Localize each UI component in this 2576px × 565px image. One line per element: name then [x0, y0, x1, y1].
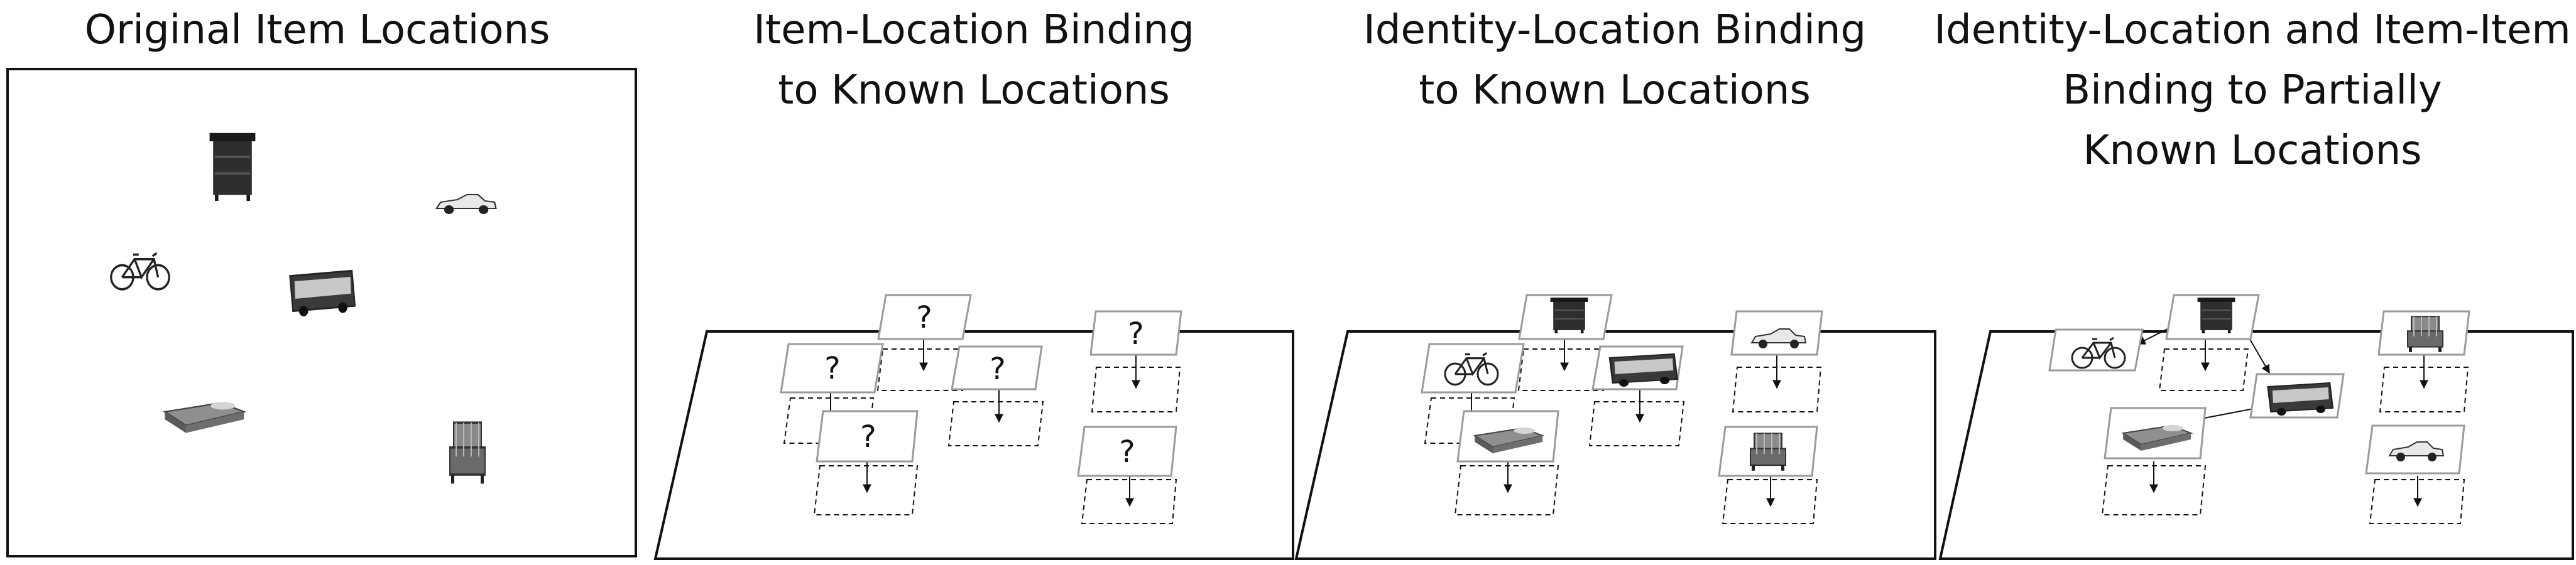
- bus-icon: [289, 269, 356, 318]
- panel-4-title-line-2: Binding to Partially: [2063, 67, 2442, 114]
- panel-2-title: Item-Location Binding to Known Locations: [653, 0, 1294, 121]
- target-location: [2101, 465, 2207, 515]
- panel-1-original-locations: [6, 68, 637, 557]
- bed-icon: [163, 401, 245, 434]
- panel-2-title-line-2: to Known Locations: [778, 67, 1170, 114]
- target-location: [783, 397, 875, 444]
- unknown-card: [780, 343, 884, 394]
- panel-1-title-line-1: Original Item Locations: [84, 7, 550, 53]
- target-location: [2379, 367, 2469, 412]
- armchair-icon: [449, 421, 486, 485]
- target-location: [1454, 465, 1559, 515]
- unknown-marker: ?: [916, 300, 932, 335]
- unknown-marker: ?: [824, 351, 840, 386]
- target-location: [876, 348, 969, 391]
- unknown-card: [1089, 310, 1182, 356]
- unknown-card: [816, 410, 919, 463]
- target-location: [1517, 348, 1610, 391]
- panel-4-title: Identity-Location and Item-Item Binding …: [1929, 0, 2576, 181]
- unknown-card: [951, 345, 1043, 390]
- target-location: [1091, 367, 1181, 412]
- dresser-icon: [1549, 296, 1589, 335]
- target-location: [947, 401, 1044, 446]
- panel-1-title: Original Item Locations: [0, 0, 635, 60]
- panel-3-title-line-2: to Known Locations: [1419, 67, 1811, 114]
- panel-1-frame: [6, 68, 637, 557]
- dresser-icon: [2197, 296, 2236, 335]
- armchair-icon: [1749, 433, 1787, 471]
- unknown-marker: ?: [1119, 434, 1135, 470]
- panel-3-identity-location-binding: [1294, 294, 1936, 560]
- panel-3-title: Identity-Location Binding to Known Locat…: [1294, 0, 1935, 121]
- panel-2-title-line-1: Item-Location Binding: [753, 7, 1194, 53]
- target-location: [1588, 401, 1685, 446]
- panel-3-title-line-1: Identity-Location Binding: [1363, 7, 1867, 53]
- target-location: [1722, 479, 1818, 524]
- unknown-marker: ?: [1128, 316, 1143, 352]
- item-card: [1421, 343, 1525, 394]
- panel-2-item-location-binding: ? ? ? ? ? ?: [653, 294, 1294, 560]
- car-icon: [435, 193, 497, 215]
- unknown-card: [1077, 426, 1177, 477]
- panel-4-ground-plane: [1938, 330, 2574, 560]
- target-location: [1424, 397, 1515, 444]
- target-location: [1081, 479, 1177, 524]
- unknown-marker: ?: [860, 419, 876, 455]
- bicycle-icon: [110, 252, 171, 291]
- target-location: [2369, 479, 2465, 524]
- armchair-icon: [2406, 316, 2444, 353]
- target-location: [1732, 367, 1822, 412]
- dresser-icon: [208, 131, 257, 203]
- panel-4-title-line-1: Identity-Location and Item-Item: [1934, 7, 2571, 53]
- panel-4-identity-item-binding: [1938, 294, 2574, 560]
- target-location: [813, 465, 919, 515]
- target-location: [2158, 348, 2249, 391]
- unknown-card: [877, 294, 972, 340]
- unknown-marker: ?: [990, 352, 1005, 387]
- panel-4-title-line-3: Known Locations: [2083, 127, 2422, 174]
